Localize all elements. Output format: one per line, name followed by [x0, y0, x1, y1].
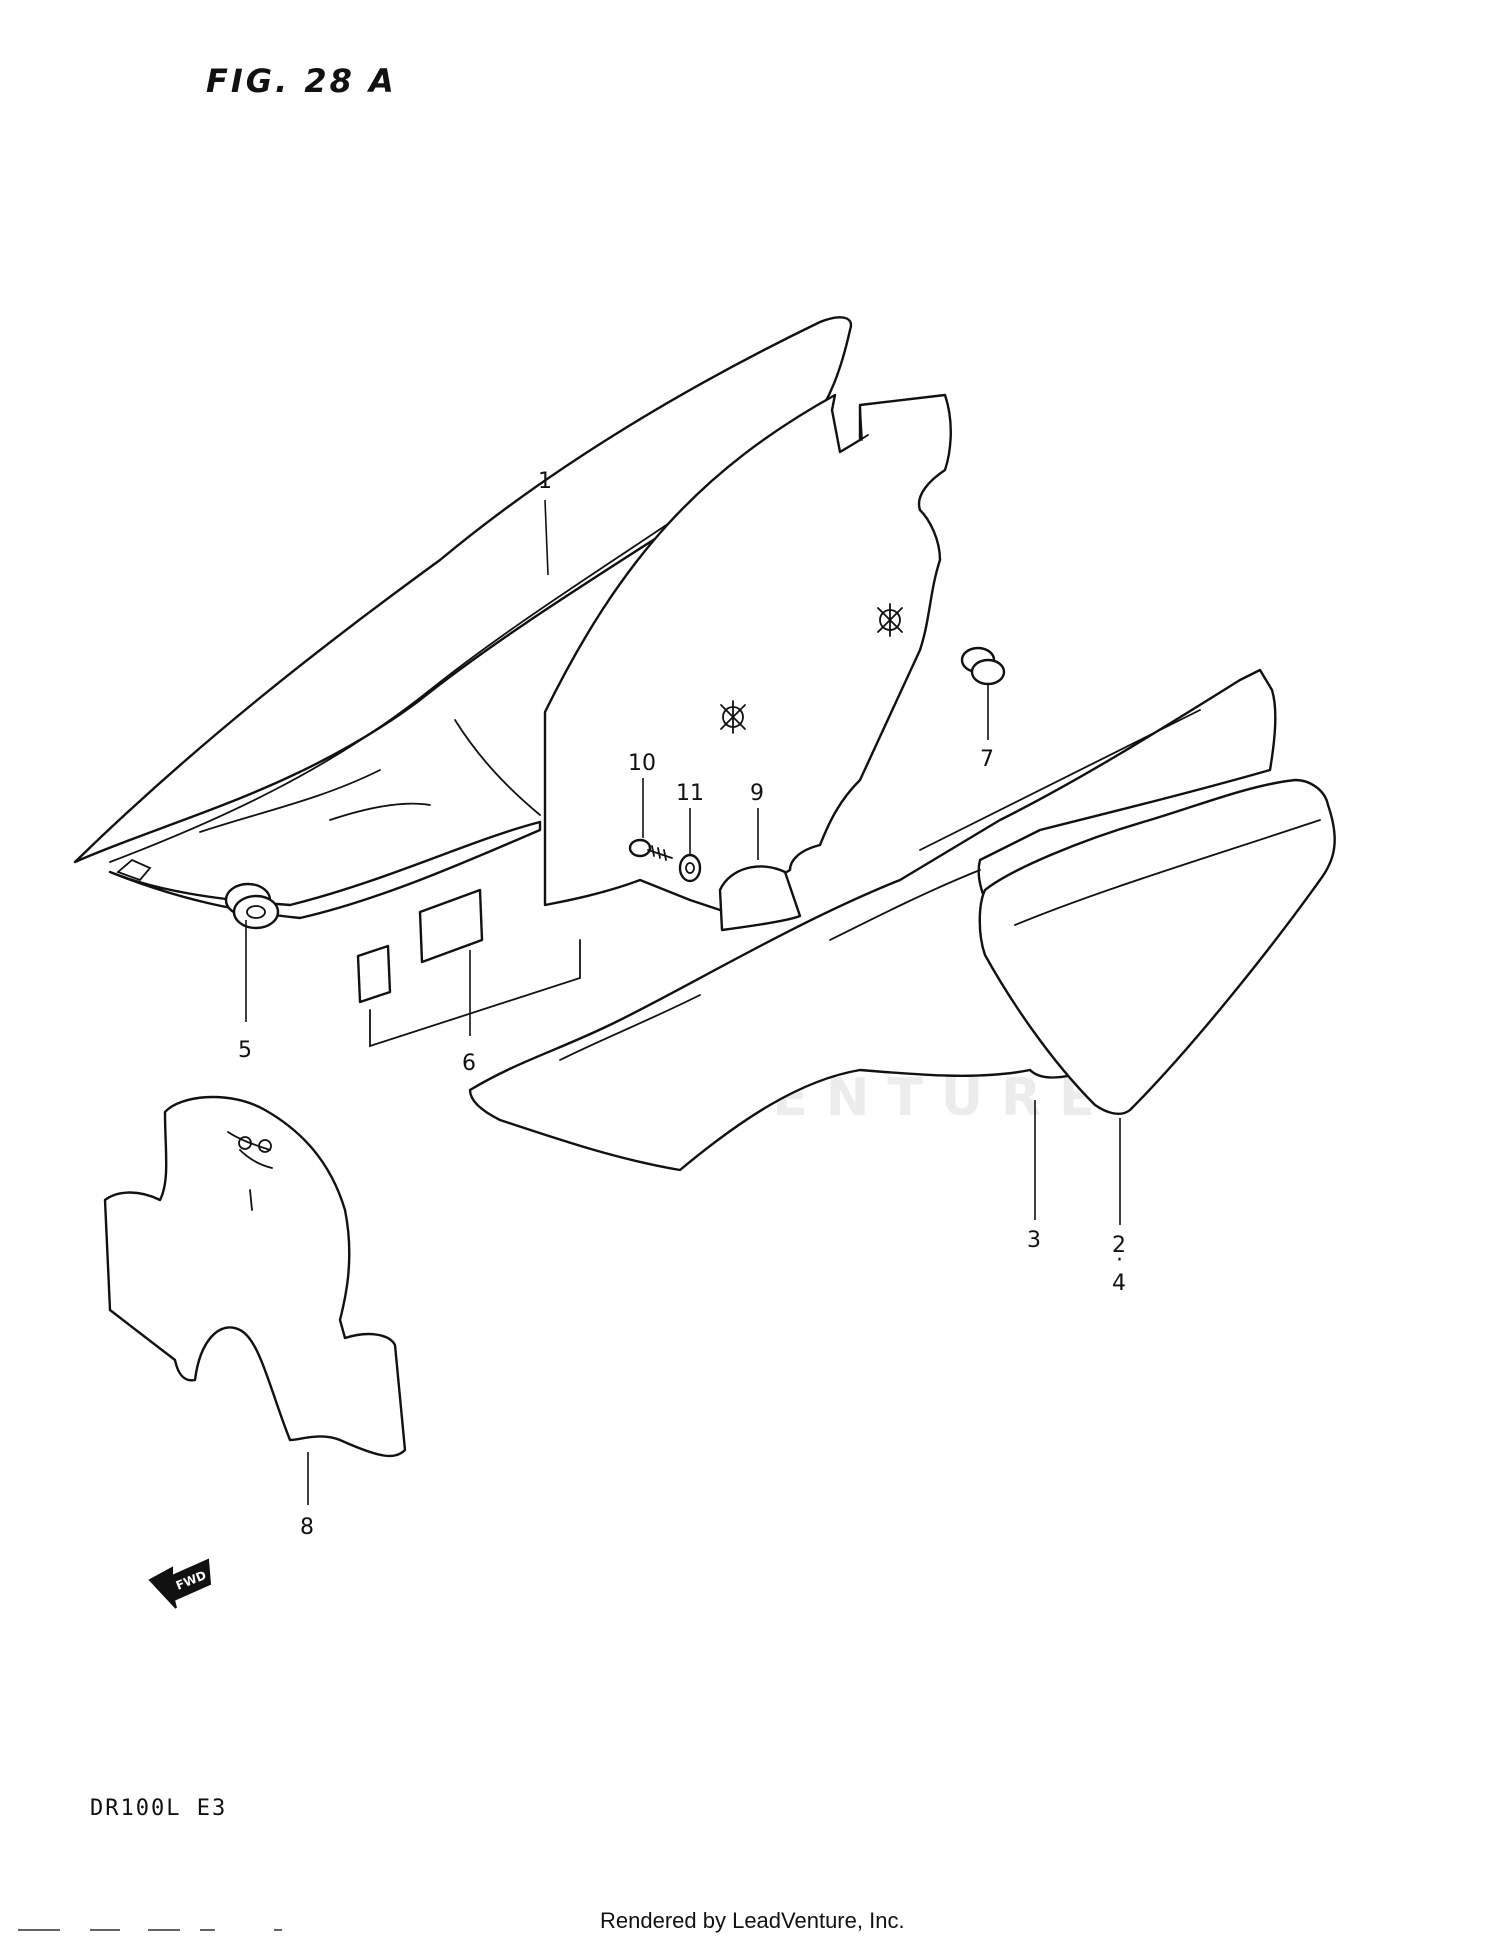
- callout-8: 8: [300, 1515, 314, 1540]
- callout-11: 11: [676, 781, 704, 806]
- footer-credit: Rendered by LeadVenture, Inc.: [600, 1908, 905, 1933]
- callout-6: 6: [462, 1051, 476, 1076]
- part-2-4-emblem: [978, 778, 1336, 1115]
- callout-10: 10: [628, 751, 656, 776]
- part-10-screw: [628, 838, 673, 861]
- figure-title: FIG. 28 A: [206, 62, 397, 100]
- part-5-grommet: [224, 882, 280, 930]
- callout-2: 2: [1112, 1233, 1126, 1258]
- callout-dot: ·: [1116, 1248, 1123, 1273]
- inner-panel: [543, 393, 952, 912]
- part-7-grommet: [960, 646, 1006, 686]
- callout-9: 9: [750, 781, 764, 806]
- callout-3: 3: [1027, 1228, 1041, 1253]
- part-9-cushion: [718, 865, 802, 932]
- fwd-arrow-icon: FWD: [148, 1558, 212, 1609]
- callout-4: 4: [1112, 1271, 1126, 1296]
- model-label: DR100L E3: [90, 1796, 228, 1821]
- part-6-labels: [356, 888, 581, 1048]
- callout-7: 7: [980, 747, 994, 772]
- clip-icon: [720, 603, 903, 734]
- callout-5: 5: [238, 1038, 252, 1063]
- callout-labels: 1 2 3 4 5 6 7 8 9 10 11 ·: [238, 469, 1126, 1540]
- callout-1: 1: [538, 469, 552, 494]
- part-8-plate: [103, 1095, 407, 1458]
- part-11-nut: [678, 853, 702, 883]
- leader-lines: [245, 499, 1121, 1505]
